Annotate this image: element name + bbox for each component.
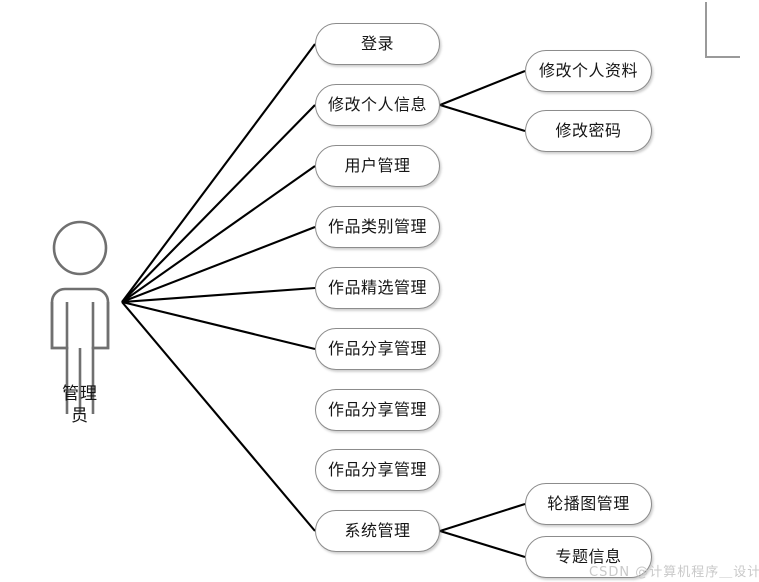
edge-actor-to-edit-personal-info <box>121 104 316 303</box>
edge-actor-to-system-management <box>121 301 316 532</box>
edge-actor-to-work-share-management-1 <box>121 300 316 351</box>
admin-actor-label-line2: 员 <box>71 405 89 426</box>
edge-edit-personal-info-to-edit-profile <box>439 70 526 106</box>
usecase-login[interactable]: 登录 <box>315 23 440 65</box>
usecase-edit-personal-info[interactable]: 修改个人信息 <box>315 84 440 126</box>
system-management-child-lines <box>439 502 526 559</box>
edge-actor-to-user-management <box>121 165 316 303</box>
edge-system-management-to-carousel-management <box>439 502 526 533</box>
usecase-work-category-management[interactable]: 作品类别管理 <box>315 206 440 248</box>
usecase-work-featured-management[interactable]: 作品精选管理 <box>315 267 440 309</box>
usecase-carousel-management[interactable]: 轮播图管理 <box>525 483 652 525</box>
edge-actor-to-login <box>121 43 316 303</box>
edge-system-management-to-topic-info <box>439 529 526 559</box>
admin-actor-icon <box>50 220 110 414</box>
edge-actor-to-work-featured-management <box>121 286 316 304</box>
usecase-system-management[interactable]: 系统管理 <box>315 510 440 552</box>
usecase-edit-profile[interactable]: 修改个人资料 <box>525 50 652 92</box>
usecase-change-password[interactable]: 修改密码 <box>525 110 652 152</box>
admin-actor-label: 管理 员 <box>25 384 135 428</box>
usecase-user-management[interactable]: 用户管理 <box>315 145 440 187</box>
admin-actor-label-line1: 管理 <box>62 384 98 404</box>
corner-mark-icon <box>705 2 740 58</box>
edit-personal-info-child-lines <box>439 70 526 133</box>
usecase-topic-info[interactable]: 专题信息 <box>525 536 652 578</box>
usecase-work-share-management-1[interactable]: 作品分享管理 <box>315 328 440 370</box>
edge-edit-personal-info-to-change-password <box>439 103 526 133</box>
actor-association-lines <box>121 43 316 532</box>
edge-actor-to-work-category-management <box>121 226 316 303</box>
csdn-watermark: CSDN @计算机程序＿设计 <box>589 565 759 580</box>
usecase-work-share-management-2[interactable]: 作品分享管理 <box>315 389 440 431</box>
usecase-work-share-management-3[interactable]: 作品分享管理 <box>315 449 440 491</box>
